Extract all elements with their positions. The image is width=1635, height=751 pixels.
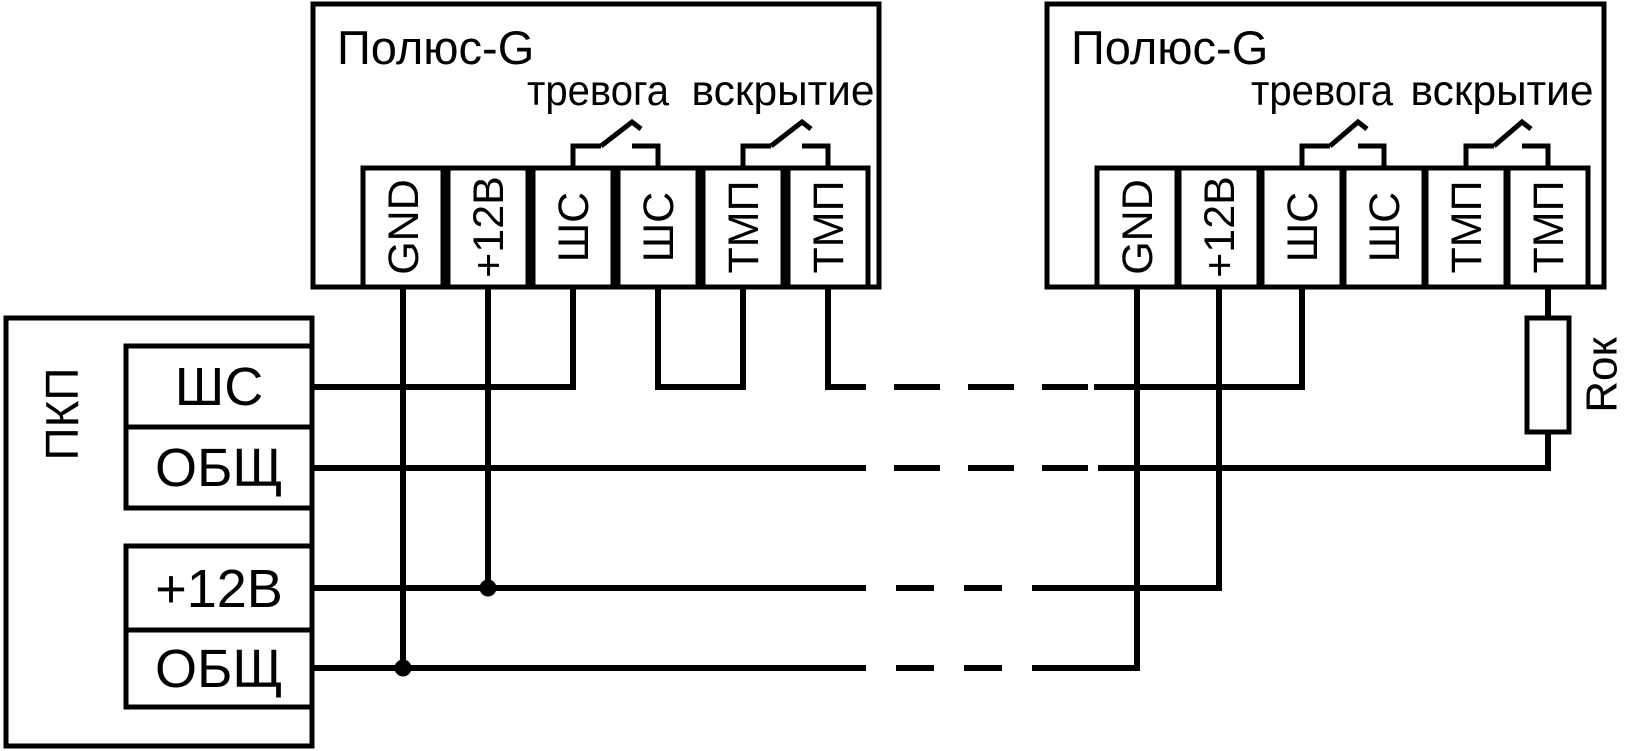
pkp-terminal-common-2-label: ОБЩ <box>155 639 283 699</box>
wire-right-shs1-in <box>1094 288 1305 390</box>
device-right-terminal-tmp-1-label: ТМП <box>1443 181 1491 274</box>
wire-left-shs2-tmp1-jumper <box>655 288 746 390</box>
wire-shs-pkp-to-left-shs1 <box>310 288 576 390</box>
device-left-terminal-tmp-2 <box>785 165 871 290</box>
device-right-terminal-12v-label: +12В <box>1196 176 1244 278</box>
device-left-terminal-shs-1-label: ШС <box>550 192 598 262</box>
wire-12v-to-right-device <box>1068 288 1222 591</box>
junction-dot-common <box>394 659 412 677</box>
pkp-terminal-12v-label: +12В <box>155 559 283 619</box>
device-right-tamper-switch-icon <box>1463 118 1551 168</box>
device-left-terminal-shs-1 <box>530 165 616 290</box>
wire-common-lower-to-right-gnd <box>1066 288 1140 671</box>
device-left-alarm-switch-icon <box>570 118 661 168</box>
pkp-terminal-common-1-label: ОБЩ <box>155 438 283 498</box>
device-right-terminal-shs-1-label: ШС <box>1279 192 1327 262</box>
device-right-tamper-label: вскрытие <box>1411 67 1594 115</box>
device-left-terminal-gnd-label: GND <box>380 179 428 275</box>
device-left-terminal-gnd <box>360 165 446 290</box>
pkp-terminal-12v <box>123 543 315 633</box>
device-left-terminals: GND +12В ШС ШС ТМП ТМП <box>360 165 871 290</box>
pkp-panel: ПКП ШС ОБЩ +12В ОБЩ <box>3 315 315 749</box>
eol-resistor-group: Rок <box>1524 315 1626 435</box>
device-left-terminal-12v-label: +12В <box>465 176 513 278</box>
pkp-terminal-common-2 <box>123 627 315 710</box>
device-left-alarm-label: тревога <box>527 67 669 115</box>
device-left-terminal-tmp-2-label: ТМП <box>805 181 853 274</box>
device-right-alarm-switch-icon <box>1299 118 1387 168</box>
pkp-title: ПКП <box>36 368 88 461</box>
wires <box>310 288 1551 677</box>
device-left: Полюс-G тревога вскрытие GND +12В ШС ШС … <box>310 1 882 290</box>
wire-left-tmp2-out <box>825 288 866 390</box>
eol-resistor <box>1524 315 1572 435</box>
device-left-tamper-switch-icon <box>740 118 831 168</box>
device-right-terminal-shs-2-label: ШС <box>1361 192 1409 262</box>
device-right-terminal-tmp-2 <box>1505 165 1591 290</box>
device-left-terminal-shs-2-label: ШС <box>635 192 683 262</box>
device-left-terminal-tmp-1-label: ТМП <box>720 181 768 274</box>
device-right-alarm-label: тревога <box>1251 67 1393 115</box>
device-left-terminal-12v <box>445 165 531 290</box>
pkp-terminal-shs-label: ШС <box>175 357 264 417</box>
device-left-tamper-label: вскрытие <box>692 67 875 115</box>
wire-common-upper-to-resistor <box>1098 432 1551 471</box>
device-right-terminal-gnd-label: GND <box>1114 179 1162 275</box>
junction-dot-12v <box>479 579 497 597</box>
device-right-terminals: GND +12В ШС ШС ТМП ТМП <box>1094 165 1591 290</box>
device-right-title: Полюс-G <box>1071 21 1268 74</box>
pkp-terminal-common-1 <box>123 424 315 511</box>
device-right-terminal-tmp-2-label: ТМП <box>1525 181 1573 274</box>
device-left-terminal-tmp-1 <box>700 165 786 290</box>
pkp-terminal-shs <box>123 343 315 430</box>
device-right: Полюс-G тревога вскрытие GND +12В ШС ШС … <box>1044 1 1607 290</box>
eol-resistor-label: Rок <box>1577 337 1626 413</box>
device-left-terminal-shs-2 <box>615 165 701 290</box>
device-left-title: Полюс-G <box>337 21 534 74</box>
device-right-terminal-12v <box>1176 165 1262 290</box>
